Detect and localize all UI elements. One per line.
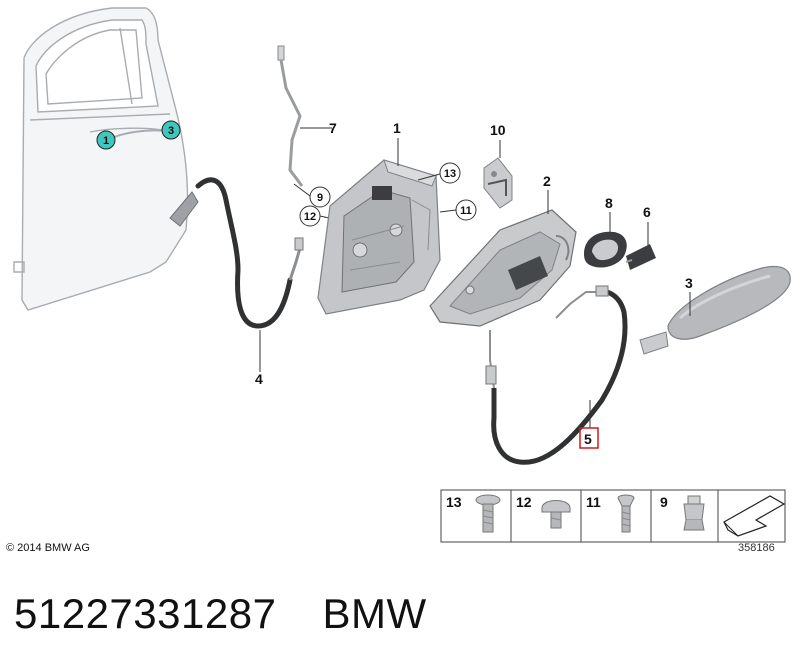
hardware-number-13: 13 xyxy=(446,494,462,510)
connecting-rod xyxy=(277,45,304,187)
handle-carrier xyxy=(429,209,577,327)
bowden-cable-inner xyxy=(169,177,304,329)
brand-name: BMW xyxy=(322,590,427,637)
svg-text:9: 9 xyxy=(317,192,323,204)
hardware-number-9: 9 xyxy=(660,494,668,510)
installation-arrow-icon xyxy=(723,495,786,537)
pan-head-screw-icon xyxy=(541,500,571,529)
callout-8: 8 xyxy=(605,195,613,211)
callout-5: 5 xyxy=(584,431,592,447)
copyright-text: © 2014 BMW AG xyxy=(6,542,90,554)
svg-text:12: 12 xyxy=(304,211,316,223)
highlight-box-5 xyxy=(579,427,599,449)
countersunk-screw-icon xyxy=(617,494,635,533)
hardware-number-12: 12 xyxy=(516,494,532,510)
image-number: 358186 xyxy=(738,542,775,554)
striker xyxy=(483,157,513,209)
callout-11: 11 xyxy=(439,199,477,221)
svg-text:13: 13 xyxy=(444,168,456,180)
rear-door-outline xyxy=(13,7,189,311)
outer-door-handle xyxy=(639,265,791,355)
bowden-cable-outer xyxy=(485,285,628,465)
callout-4: 4 xyxy=(255,371,263,387)
callout-7: 7 xyxy=(329,120,337,136)
callout-2: 2 xyxy=(543,173,551,189)
door-lock-assembly xyxy=(317,159,441,315)
callout-13: 13 xyxy=(417,162,461,184)
callout-9: 9 xyxy=(293,183,331,208)
clip-nut-icon xyxy=(683,495,705,531)
hardware-number-11: 11 xyxy=(586,494,601,510)
cover-cap xyxy=(625,244,656,270)
callout-6: 6 xyxy=(643,204,651,220)
door-callout-1: 1 xyxy=(96,130,116,150)
callout-1: 1 xyxy=(393,120,401,136)
door-callout-3: 3 xyxy=(161,120,181,140)
footer-caption: 51227331287 BMW xyxy=(14,590,427,638)
svg-text:11: 11 xyxy=(460,205,472,217)
svg-text:3: 3 xyxy=(168,125,174,137)
part-number: 51227331287 xyxy=(14,590,277,637)
gasket xyxy=(584,231,627,268)
svg-text:1: 1 xyxy=(103,135,109,147)
callout-3: 3 xyxy=(685,275,693,291)
flat-head-screw-icon xyxy=(475,494,501,533)
callout-10: 10 xyxy=(490,122,506,138)
